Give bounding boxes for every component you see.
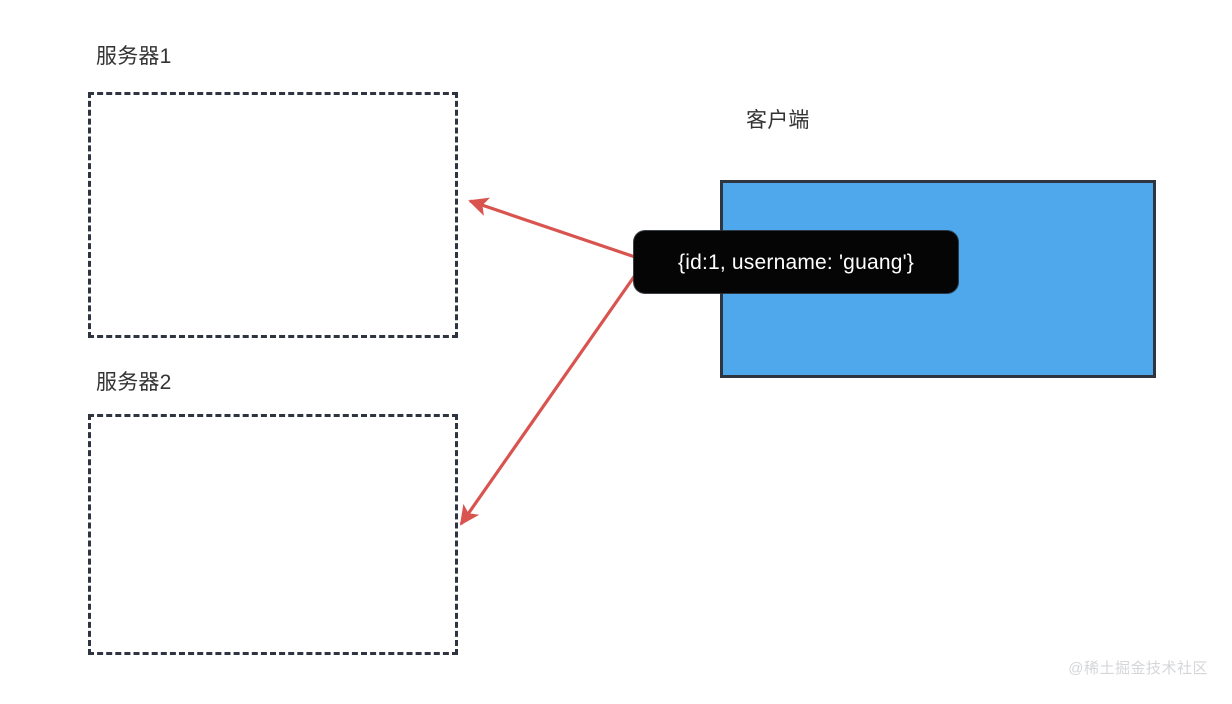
- server2-box[interactable]: [88, 414, 458, 655]
- payload-badge-text: {id:1, username: 'guang'}: [677, 250, 915, 274]
- server2-label: 服务器2: [96, 371, 172, 394]
- arrow-client-to-server2: [459, 270, 640, 526]
- watermark: @稀土掘金技术社区: [1068, 660, 1208, 677]
- arrow-client-to-server1: [468, 197, 639, 260]
- payload-badge[interactable]: {id:1, username: 'guang'}: [634, 231, 958, 293]
- server1-box[interactable]: [88, 92, 458, 338]
- server1-label: 服务器1: [96, 45, 172, 68]
- client-label: 客户端: [746, 109, 810, 132]
